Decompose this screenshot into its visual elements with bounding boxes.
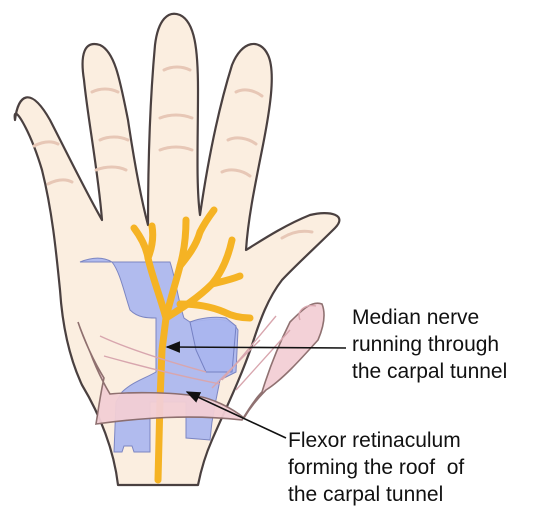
flexor-retinaculum-label: Flexor retinaculum forming the roof of t…	[288, 427, 464, 508]
flexor-retinaculum-label-line-1: Flexor retinaculum	[288, 427, 464, 454]
median-nerve-pointer	[167, 347, 346, 348]
flexor-retinaculum-label-line-2: forming the roof of	[288, 454, 464, 481]
median-nerve-label-line-3: the carpal tunnel	[352, 358, 507, 385]
median-nerve-label-line-2: running through	[352, 331, 507, 358]
flexor-retinaculum-label-line-3: the carpal tunnel	[288, 481, 464, 508]
median-nerve-label: Median nerve running through the carpal …	[352, 304, 507, 385]
median-nerve-label-line-1: Median nerve	[352, 304, 507, 331]
